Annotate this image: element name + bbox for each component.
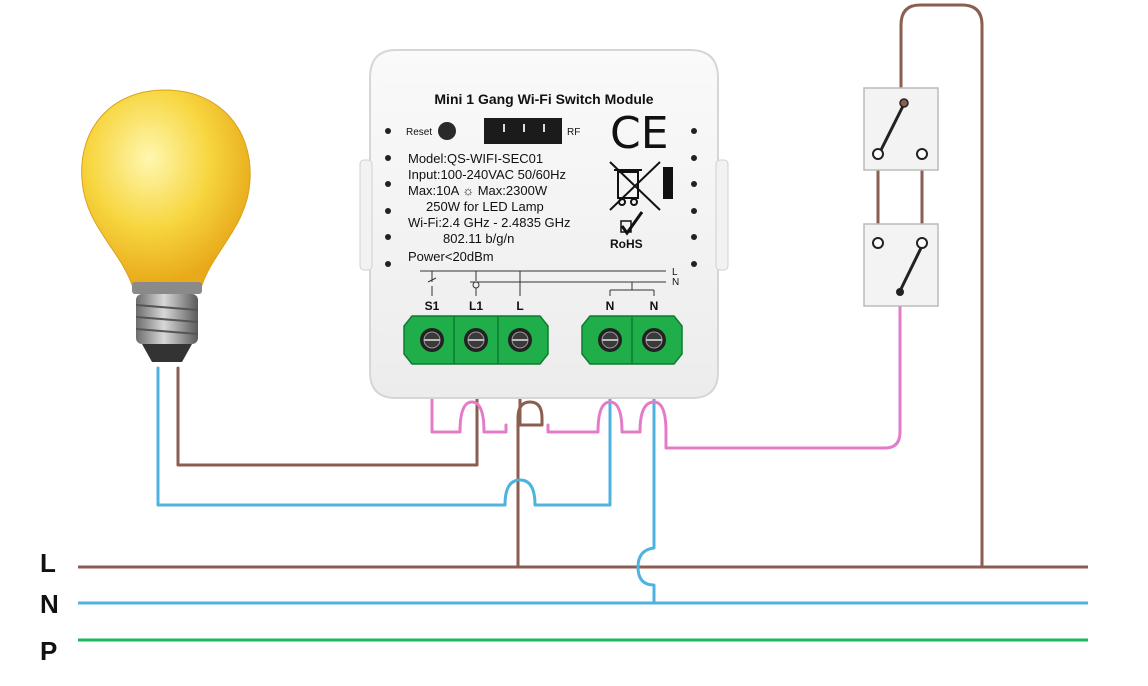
terminal-block-right <box>581 315 683 365</box>
wire-neutral-supply <box>636 343 656 605</box>
screw-n1[interactable] <box>598 328 622 352</box>
screw-n2[interactable] <box>642 328 666 352</box>
bus-label-l: L <box>40 548 56 578</box>
spec-wifi: Wi-Fi:2.4 GHz - 2.4835 GHz <box>408 215 571 230</box>
terminal-block-left <box>403 315 549 365</box>
terminal-label-n2: N <box>650 299 659 313</box>
wire-switch <box>430 291 902 450</box>
wire-live-supply <box>516 343 544 569</box>
switch-upper[interactable] <box>863 87 939 171</box>
rohs-check-icon <box>620 211 644 236</box>
screw-l[interactable] <box>508 328 532 352</box>
screw-s1[interactable] <box>420 328 444 352</box>
bus-label-n: N <box>40 589 59 619</box>
internal-bus-label-n: N <box>672 277 679 288</box>
wire-switch-live <box>899 3 984 569</box>
spec-model: Model:QS-WIFI-SEC01 <box>408 151 543 166</box>
rohs-label: RoHS <box>610 237 643 251</box>
spec-input: Input:100-240VAC 50/60Hz <box>408 167 566 182</box>
spec-led: 250W for LED Lamp <box>426 199 544 214</box>
two-way-switch-icon <box>863 87 939 307</box>
internal-schematic <box>420 270 666 296</box>
screw-l1[interactable] <box>464 328 488 352</box>
ce-mark-icon: CE <box>610 108 669 159</box>
spec-standard: 802.11 b/g/n <box>443 231 514 246</box>
bus-label-p: P <box>40 636 57 666</box>
reset-label: Reset <box>406 127 432 138</box>
module-dots <box>385 128 697 267</box>
terminal-label-n1: N <box>606 299 615 313</box>
internal-bus-label-l: L <box>672 267 678 278</box>
weee-bin-icon <box>609 161 673 211</box>
rf-label: RF <box>567 127 580 138</box>
terminal-label-l1: L1 <box>469 299 483 313</box>
spec-max: Max:10A ☼ Max:2300W <box>408 183 548 198</box>
spec-power: Power<20dBm <box>408 249 494 264</box>
light-bulb-icon <box>81 89 251 362</box>
bus-lines: L N P <box>40 548 1088 666</box>
reset-button[interactable] <box>438 122 456 140</box>
module-title: Mini 1 Gang Wi-Fi Switch Module <box>434 91 653 107</box>
terminal-label-s1: S1 <box>425 299 440 313</box>
switch-lower[interactable] <box>863 223 939 307</box>
terminal-label-l: L <box>516 299 523 313</box>
switch-module: Mini 1 Gang Wi-Fi Switch Module Reset RF… <box>359 49 729 399</box>
wire-lamp-neutral <box>156 343 612 507</box>
